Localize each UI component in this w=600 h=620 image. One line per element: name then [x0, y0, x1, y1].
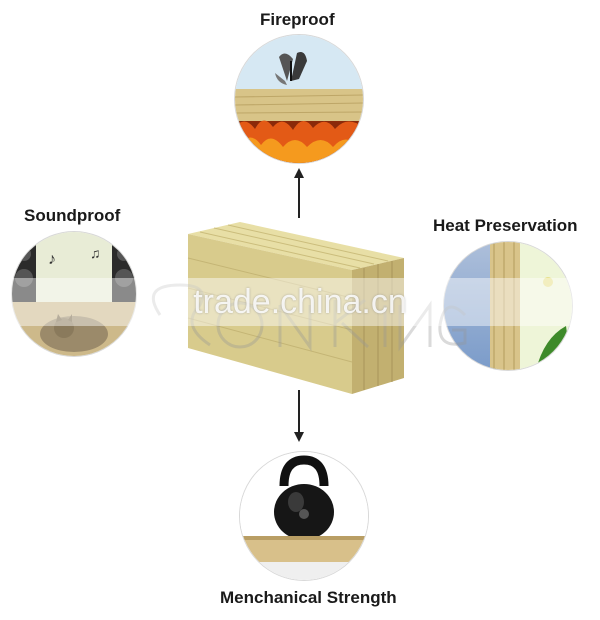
mechanical-strength-label: Menchanical Strength — [220, 588, 397, 607]
fireproof-image — [235, 35, 363, 163]
butterfly-icon — [275, 52, 307, 85]
kettlebell-icon — [274, 455, 334, 540]
fireproof-label: Fireproof — [260, 10, 335, 29]
heat-preservation-label: Heat Preservation — [433, 216, 578, 235]
arrow-down-icon — [292, 390, 306, 442]
soundproof-label: Soundproof — [24, 206, 121, 225]
watermark-band — [0, 278, 600, 326]
arrow-up-icon — [292, 168, 306, 218]
svg-text:♫: ♫ — [90, 245, 101, 261]
rock-wool-block-image — [180, 218, 410, 396]
mechanical-strength-image — [240, 452, 368, 580]
svg-text:♪: ♪ — [48, 251, 56, 268]
